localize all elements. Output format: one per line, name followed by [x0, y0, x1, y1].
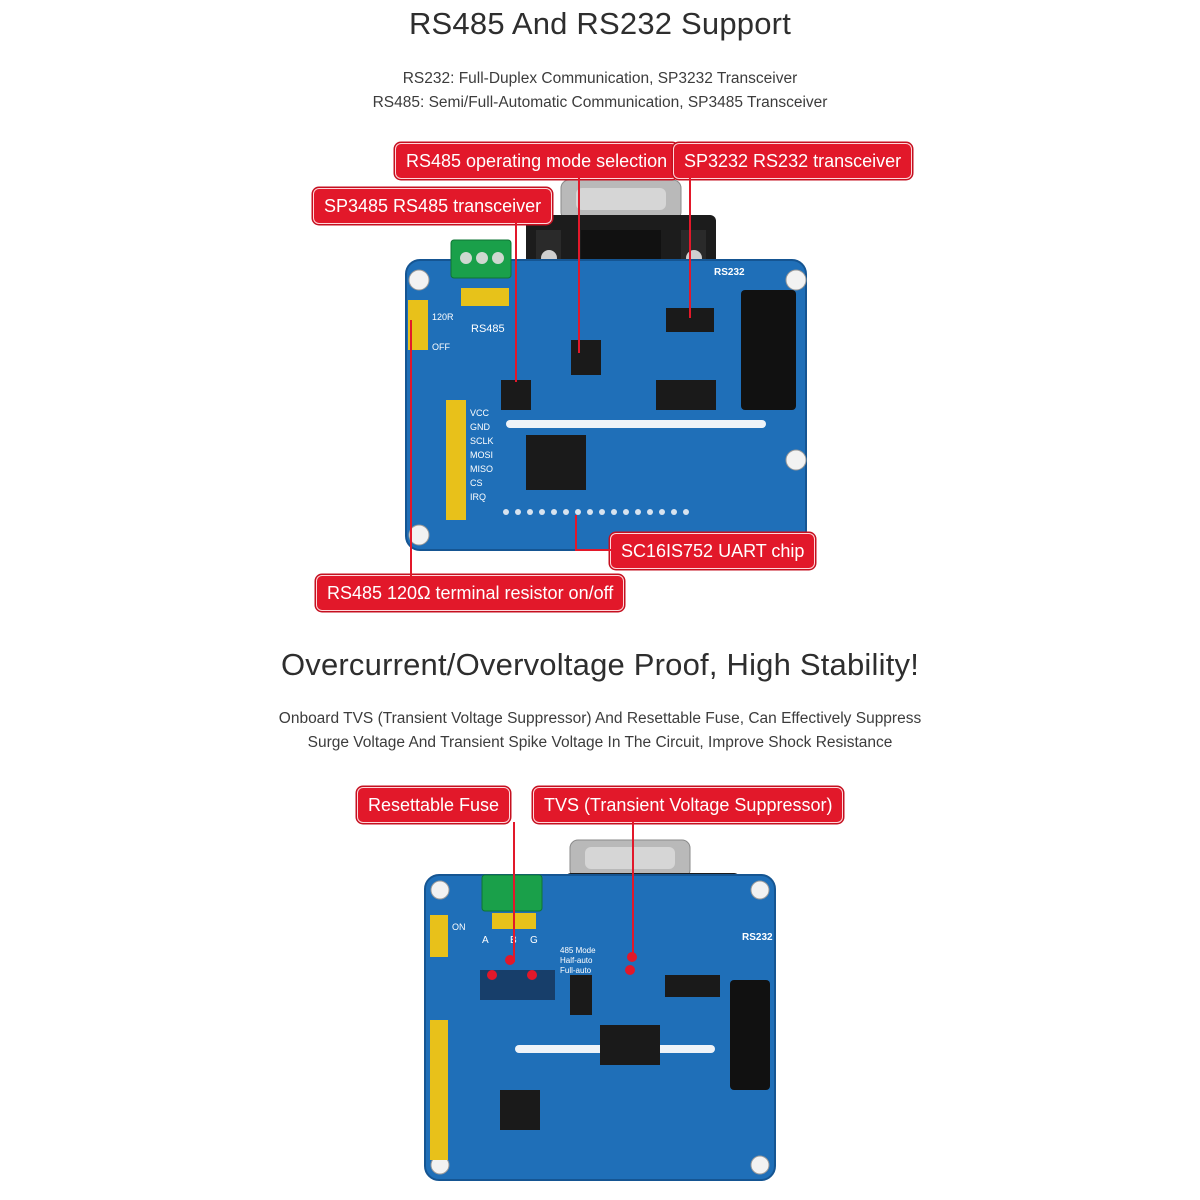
- mode-table-header: 485 Mode: [560, 946, 596, 955]
- hat-board-image-1: RS485 120R OFF VCC GND SCLK MOSI MISO CS…: [405, 180, 807, 551]
- section1-title: RS485 And RS232 Support: [408, 6, 792, 41]
- leader-line-tvs: [632, 822, 634, 957]
- gpio-holes: [503, 509, 689, 515]
- leader-line-fuse: [513, 822, 515, 962]
- leader-line-sp3232: [689, 178, 691, 318]
- section2-line-1: Onboard TVS (Transient Voltage Suppresso…: [278, 710, 922, 727]
- jumper-on-label: ON: [452, 922, 466, 932]
- rs485-label: RS485: [471, 323, 505, 335]
- pin-vcc: VCC: [470, 408, 490, 418]
- mode-table-half: Half-auto: [560, 956, 593, 965]
- pin-miso: MISO: [470, 464, 493, 474]
- pin-sclk: SCLK: [470, 436, 494, 446]
- leader-line-mode: [578, 178, 580, 353]
- jumper-label-off: OFF: [432, 342, 450, 352]
- terminal-a-label: A: [482, 935, 489, 946]
- leader-line-uart-v: [575, 515, 577, 550]
- jumper-label-120r: 120R: [432, 312, 454, 322]
- callout-resettable-fuse: Resettable Fuse: [357, 787, 511, 823]
- hat-board-image-2: A B G ON 485 Mode Half-auto Full-auto RS…: [424, 839, 776, 1181]
- rs232-label-2: RS232: [742, 932, 773, 943]
- leader-line-terminal: [410, 320, 412, 576]
- callout-sp3485: SP3485 RS485 transceiver: [313, 188, 553, 224]
- section1-line-1: RS232: Full-Duplex Communication, SP3232…: [402, 70, 798, 87]
- callout-rs485-mode: RS485 operating mode selection: [395, 143, 679, 179]
- section2-title: Overcurrent/Overvoltage Proof, High Stab…: [280, 647, 920, 682]
- callout-terminal-resistor: RS485 120Ω terminal resistor on/off: [316, 575, 625, 611]
- pin-mosi: MOSI: [470, 450, 493, 460]
- section2-description: Onboard TVS (Transient Voltage Suppresso…: [0, 707, 1200, 755]
- pin-gnd: GND: [470, 422, 491, 432]
- pin-cs: CS: [470, 478, 483, 488]
- section1-line-2: RS485: Semi/Full-Automatic Communication…: [372, 94, 828, 111]
- section1-description: RS232: Full-Duplex Communication, SP3232…: [0, 67, 1200, 115]
- callout-sc16is752: SC16IS752 UART chip: [610, 533, 816, 569]
- callout-sp3232: SP3232 RS232 transceiver: [673, 143, 913, 179]
- callout-tvs: TVS (Transient Voltage Suppressor): [533, 787, 844, 823]
- leader-line-sp3485: [515, 222, 517, 382]
- mode-table-full: Full-auto: [560, 966, 592, 975]
- rs232-label: RS232: [714, 267, 745, 278]
- pin-irq: IRQ: [470, 492, 486, 502]
- terminal-g-label: G: [530, 935, 538, 946]
- leader-line-uart-h: [575, 549, 611, 551]
- section2-line-2: Surge Voltage And Transient Spike Voltag…: [307, 734, 893, 751]
